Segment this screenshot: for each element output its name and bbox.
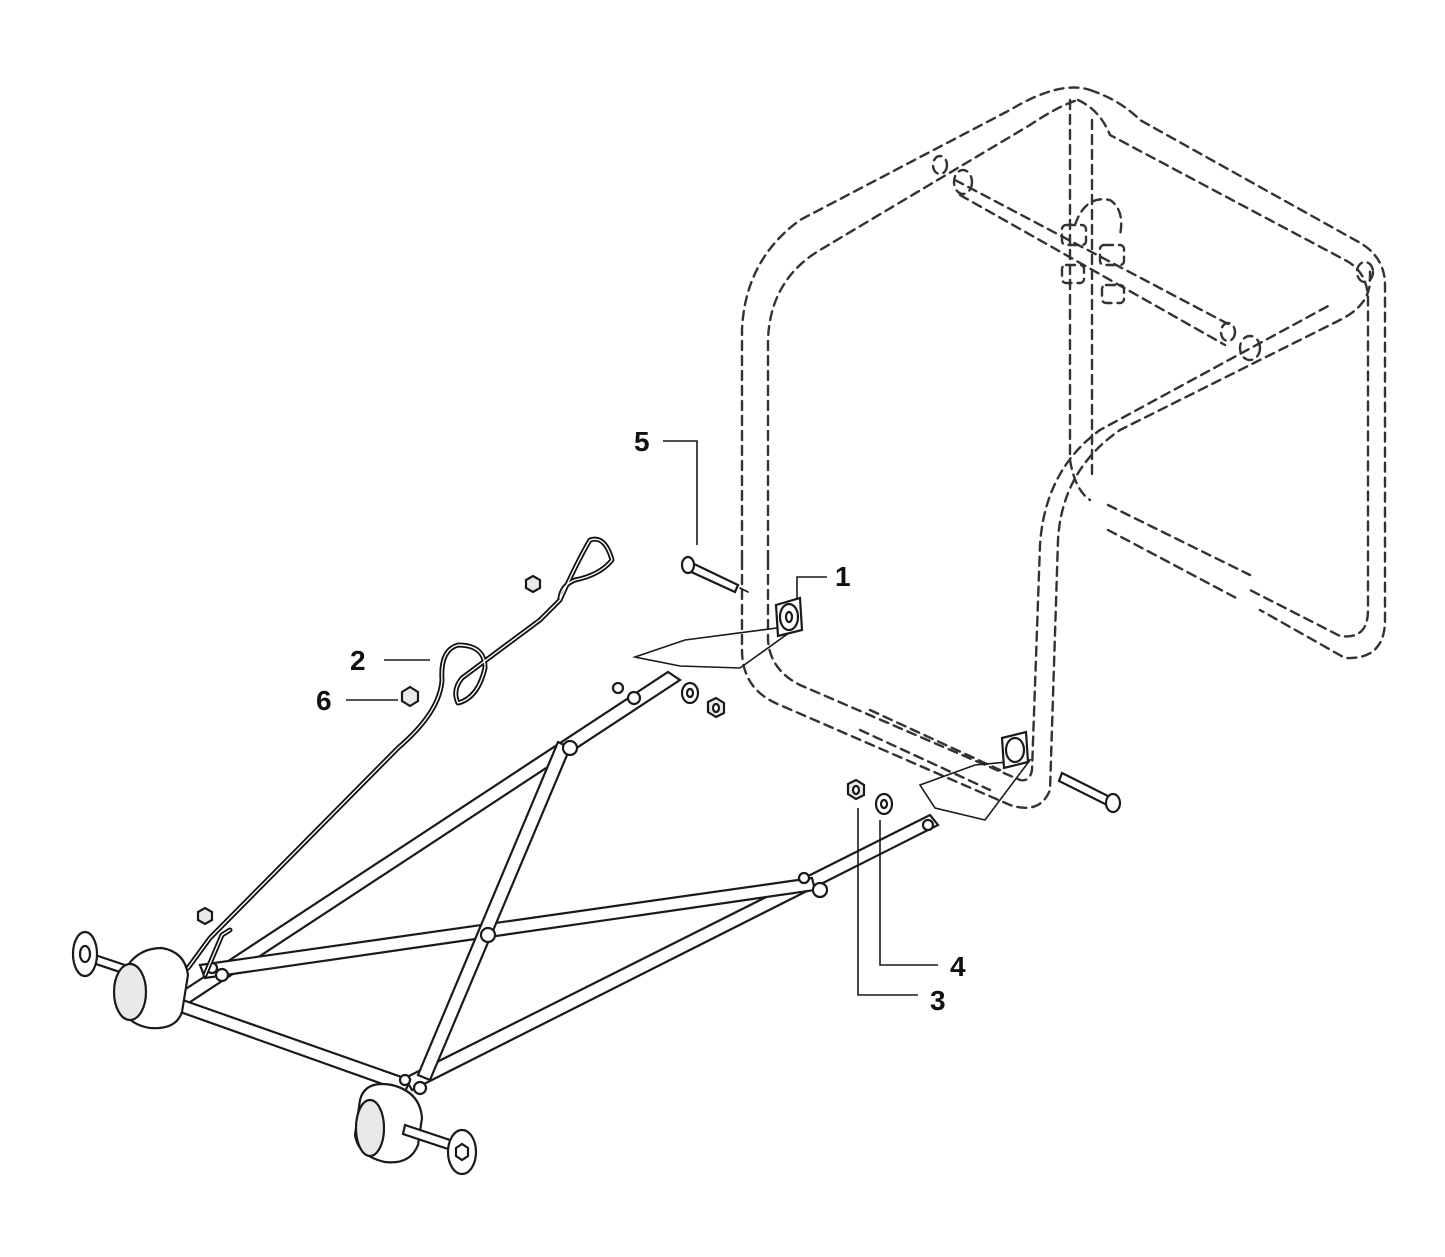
bolt-rear bbox=[1057, 771, 1122, 814]
bracket-washer-front bbox=[774, 596, 804, 638]
callout-5: 5 bbox=[634, 426, 650, 457]
washer-front bbox=[680, 681, 700, 705]
bracket-washer-rear bbox=[1000, 730, 1030, 770]
wheel-right bbox=[353, 1082, 478, 1176]
callout-3: 3 bbox=[930, 985, 946, 1016]
mounting-plates bbox=[631, 624, 1032, 821]
washer-rear bbox=[874, 792, 894, 816]
loose-nut-6 bbox=[400, 685, 420, 708]
leader-lines bbox=[346, 440, 938, 996]
loose-nut-left bbox=[196, 906, 214, 926]
nut-front bbox=[706, 696, 726, 719]
callout-6: 6 bbox=[316, 685, 332, 716]
callout-4: 4 bbox=[950, 951, 966, 982]
nut-rear bbox=[846, 778, 866, 801]
callout-2: 2 bbox=[350, 645, 366, 676]
cable bbox=[185, 536, 615, 978]
bolt-front bbox=[680, 555, 749, 594]
trolley-frame bbox=[153, 670, 940, 1096]
wheel-left bbox=[71, 930, 190, 1030]
callout-1: 1 bbox=[835, 561, 851, 592]
handle-frame-outline bbox=[740, 86, 1387, 810]
loose-nut-top bbox=[524, 574, 542, 594]
